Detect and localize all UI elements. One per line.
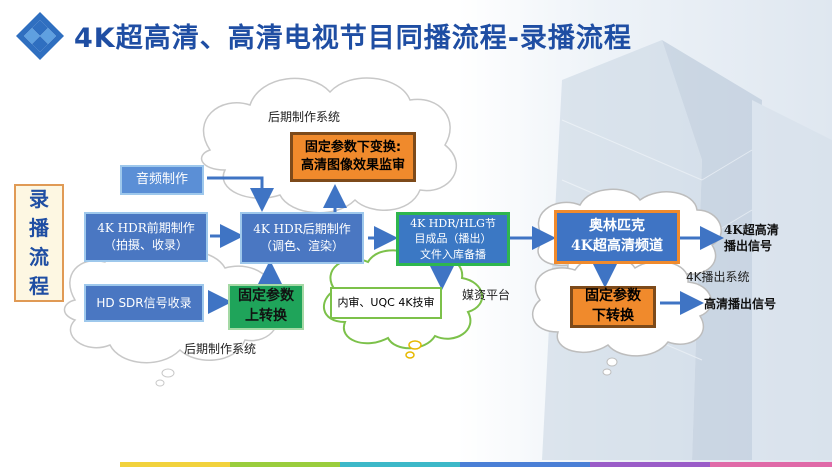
bottom-stripe-purple [590,462,710,467]
hd-sdr-capture-box: HD SDR信号收录 [84,284,204,322]
post-production-box: 4K HDR后期制作 （调色、渲染） [240,212,364,264]
broadcast-system-label: 4K播出系统 [686,270,750,284]
olympic-uhd-channel-box: 奥林匹克 4K超高清频道 [554,210,680,264]
post-production-system-label-bottom: 后期制作系统 [184,342,257,356]
side-label-recording-flow: 录 播 流 程 [14,184,64,302]
bottom-stripe-pink [710,462,832,467]
logo-diamond-icon [16,12,64,60]
pre-production-box: 4K HDR前期制作 （拍摄、收录） [84,212,208,262]
technical-review-box: 内审、UQC 4K技审 [330,287,442,319]
audio-production-box: 音频制作 [120,165,204,195]
finished-program-box: 4K HDR/HLG节 目成品（播出） 文件入库备播 [396,212,510,266]
post-production-system-label-top: 后期制作系统 [268,110,341,124]
media-platform-label: 媒资平台 [462,288,511,302]
uhd-output-signal: 4K超高清 播出信号 [724,223,779,254]
downconvert-monitor-box: 固定参数下变换: 高清图像效果监审 [290,132,416,182]
bottom-stripe-teal [340,462,460,467]
bottom-stripe-blue [460,462,590,467]
page-title: 4K超高清、高清电视节目同播流程-录播流程 [74,23,632,54]
bottom-stripe-yellow [120,462,230,467]
bottom-stripe-green [230,462,340,467]
fixed-param-downconvert-box: 固定参数 下转换 [570,286,656,328]
arrow-audio-to-post [207,176,274,212]
hd-output-signal: 高清播出信号 [704,297,777,311]
fixed-param-upconvert-box: 固定参数 上转换 [228,284,304,330]
